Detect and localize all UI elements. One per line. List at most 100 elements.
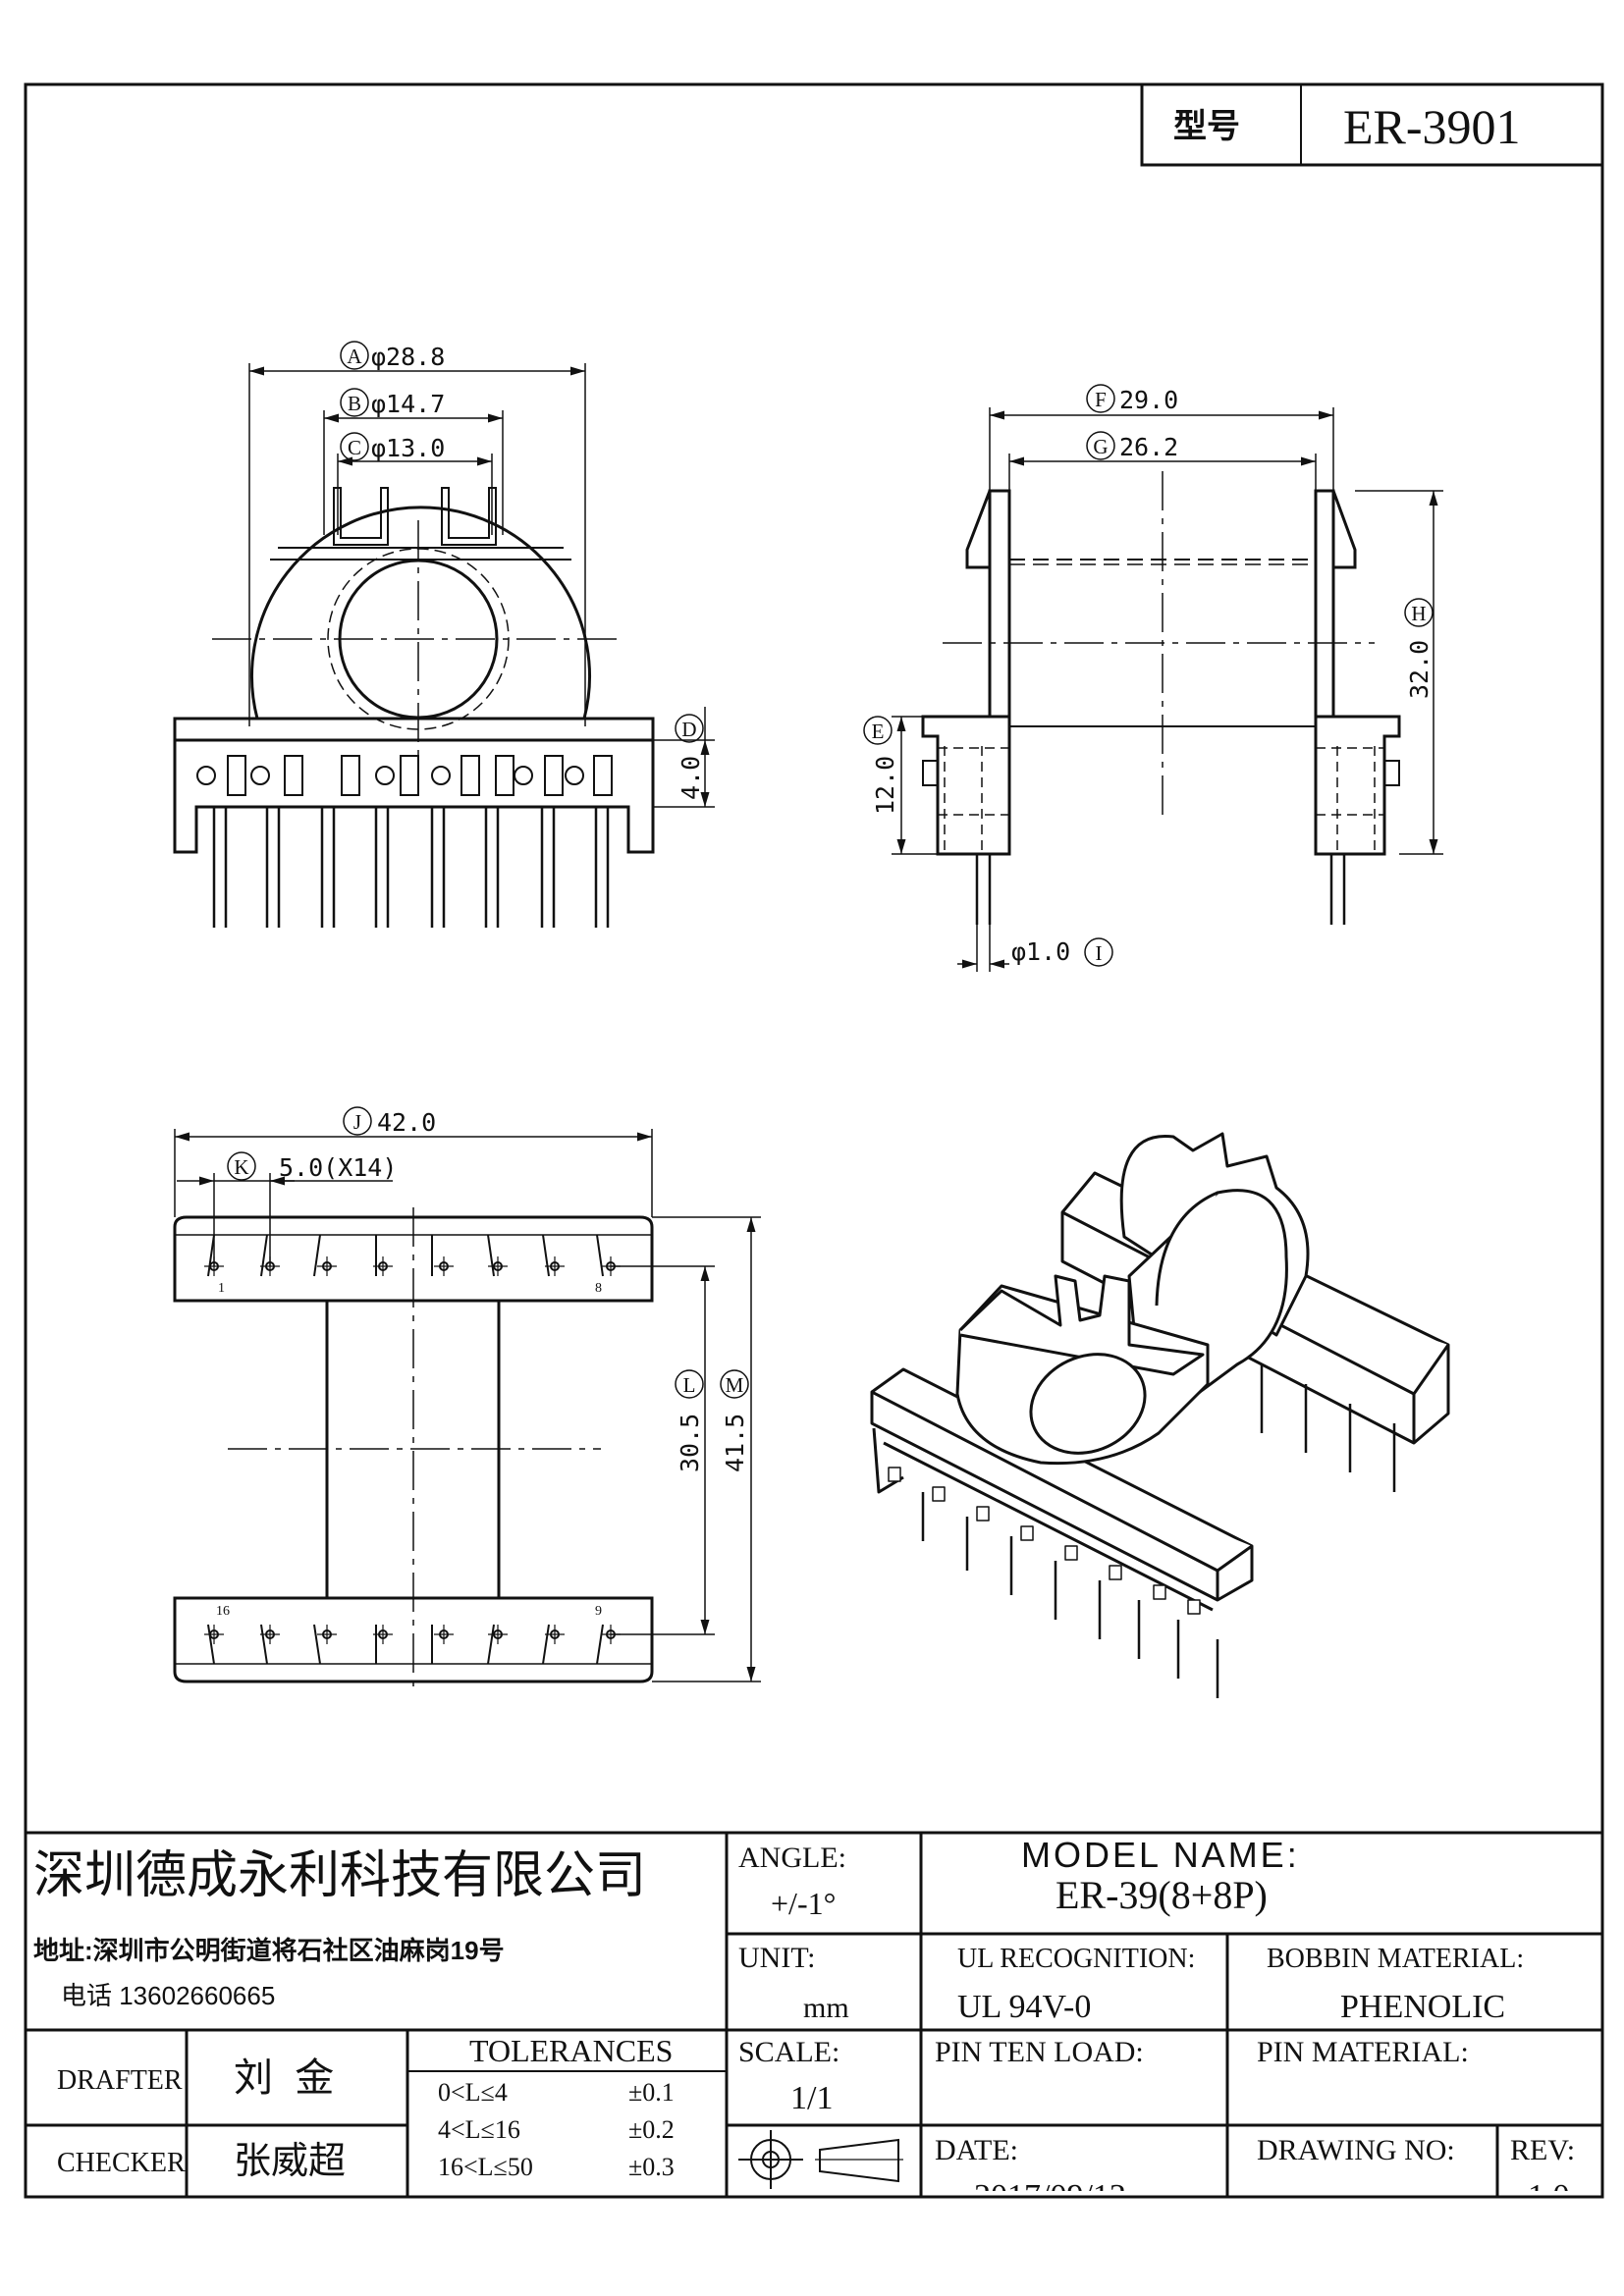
dim-E-letter: E [872, 720, 885, 743]
dim-L: L 30.5 [675, 1369, 704, 1472]
drawing-no-label: DRAWING NO: [1257, 2134, 1455, 2166]
model-header-label: 型号 [1173, 108, 1240, 145]
dim-I-value: φ1.0 [1011, 937, 1070, 966]
dim-I-letter: I [1096, 941, 1103, 965]
bottom-view-dimensions [174, 1129, 761, 1682]
tolerance-range-4: PIN PITCH [438, 2186, 560, 2215]
title-block-grid [26, 1831, 1602, 2197]
pin-number-9: 9 [595, 1604, 602, 1619]
dim-C-letter: C [348, 436, 361, 459]
dim-M: M 41.5 [720, 1369, 749, 1472]
scale-cell: SCALE: 1/1 [738, 2036, 839, 2116]
dim-F-value: 29.0 [1119, 386, 1178, 414]
rev-cell: REV: 1.0 [1510, 2134, 1575, 2215]
pin-ten-load-cell: PIN TEN LOAD: [935, 2036, 1144, 2068]
scale-value: 1/1 [790, 2080, 833, 2116]
dim-A: A φ28.8 [340, 341, 445, 371]
isometric-view [870, 1132, 1450, 1698]
date-label: DATE: [935, 2134, 1018, 2166]
date-cell: DATE: 2017/09/12 [935, 2134, 1126, 2215]
tolerance-value-4: ±0.20 [628, 2186, 687, 2215]
dim-I: φ1.0 I [1011, 937, 1113, 967]
side-view [921, 471, 1401, 925]
dim-H-value: 32.0 [1405, 640, 1434, 699]
tolerance-range-2: 4<L≤16 [438, 2115, 520, 2144]
dim-G-letter: G [1093, 435, 1108, 458]
dim-H-letter: H [1411, 602, 1426, 625]
bobbin-material-value: PHENOLIC [1340, 1989, 1505, 2025]
dim-K: K 5.0(X14) [227, 1151, 397, 1182]
tolerance-range-1: 0<L≤4 [438, 2078, 508, 2107]
pin-ten-load-label: PIN TEN LOAD: [935, 2036, 1144, 2068]
rev-label: REV: [1510, 2134, 1575, 2166]
dim-B-value: φ14.7 [371, 390, 445, 418]
dim-A-value: φ28.8 [371, 343, 445, 371]
dim-M-value: 41.5 [721, 1414, 749, 1472]
sheet-border [24, 82, 1604, 2199]
tolerance-value-3: ±0.3 [628, 2153, 675, 2181]
dim-E-value: 12.0 [871, 756, 899, 815]
checker-label: CHECKER [57, 2148, 186, 2178]
tolerance-value-1: ±0.1 [628, 2078, 675, 2107]
ul-cell: UL RECOGNITION: UL 94V-0 [957, 1944, 1195, 2025]
checker-cell: CHECKER 张威超 [57, 2141, 346, 2182]
dim-J-value: 42.0 [377, 1108, 436, 1137]
angle-label: ANGLE: [738, 1842, 846, 1874]
pin-number-1: 1 [218, 1281, 225, 1296]
company-phone: 电话 13602660665 [61, 1981, 275, 2010]
drafter-name: 刘 金 [234, 2056, 334, 2100]
dim-C: C φ13.0 [340, 432, 445, 462]
dim-H: H 32.0 [1404, 598, 1434, 699]
side-view-dimensions [892, 407, 1443, 972]
tolerance-value-2: ±0.2 [628, 2115, 675, 2144]
ul-label: UL RECOGNITION: [957, 1944, 1195, 1974]
dim-E: E 12.0 [863, 716, 899, 815]
pin-number-8: 8 [595, 1281, 602, 1296]
checker-name: 张威超 [234, 2141, 346, 2182]
bottom-view-pin-numbers: 1 8 16 9 [216, 1281, 602, 1619]
model-name-label: MODEL NAME: [1021, 1835, 1300, 1875]
bobbin-material-cell: BOBBIN MATERIAL: PHENOLIC [1267, 1944, 1524, 2025]
company-name: 深圳德成永利科技有限公司 [33, 1847, 646, 1904]
model-name-cell: MODEL NAME: ER-39(8+8P) [1021, 1835, 1300, 1917]
dim-B-letter: B [348, 392, 361, 415]
pin-material-cell: PIN MATERIAL: [1257, 2036, 1469, 2068]
date-value: 2017/09/12 [974, 2178, 1126, 2215]
dim-L-letter: L [683, 1373, 696, 1397]
company-address: 地址:深圳市公明街道将石社区油麻岗19号 [33, 1936, 505, 1965]
pin-material-label: PIN MATERIAL: [1257, 2036, 1469, 2068]
unit-value: mm [803, 1992, 849, 2024]
pin-number-16: 16 [216, 1604, 230, 1619]
dim-D-letter: D [681, 718, 696, 741]
angle-cell: ANGLE: +/-1° [738, 1842, 846, 1921]
tolerances-label: TOLERANCES [469, 2033, 673, 2068]
model-name-value: ER-39(8+8P) [1056, 1873, 1268, 1917]
dim-G-value: 26.2 [1119, 433, 1178, 461]
bottom-view [173, 1207, 654, 1688]
dim-L-value: 30.5 [676, 1414, 704, 1472]
drawing-no-cell: DRAWING NO: [1257, 2134, 1455, 2166]
bobbin-material-label: BOBBIN MATERIAL: [1267, 1944, 1524, 1974]
dim-K-value: 5.0(X14) [279, 1153, 397, 1182]
dim-B: B φ14.7 [340, 388, 445, 418]
dim-J-letter: J [353, 1110, 361, 1134]
front-view [173, 487, 655, 928]
dim-J: J 42.0 [343, 1106, 436, 1137]
company-cell: 深圳德成永利科技有限公司 地址:深圳市公明街道将石社区油麻岗19号 电话 136… [33, 1847, 646, 2010]
dim-D-value: 4.0 [677, 756, 705, 800]
dim-D: D 4.0 [675, 714, 705, 800]
model-header-box: 型号 ER-3901 [1140, 82, 1604, 167]
model-header-code: ER-3901 [1343, 99, 1521, 154]
dim-C-value: φ13.0 [371, 434, 445, 462]
scale-label: SCALE: [738, 2036, 839, 2068]
unit-cell: UNIT: mm [738, 1942, 849, 2024]
rev-value: 1.0 [1528, 2178, 1570, 2215]
dim-M-letter: M [726, 1373, 744, 1397]
tolerance-range-3: 16<L≤50 [438, 2153, 533, 2181]
dim-F-letter: F [1095, 388, 1107, 411]
dim-G: G 26.2 [1086, 431, 1178, 461]
projection-symbol [738, 2130, 903, 2189]
tolerances-cell: TOLERANCES 0<L≤4 ±0.1 4<L≤16 ±0.2 16<L≤5… [438, 2033, 687, 2215]
ul-value: UL 94V-0 [957, 1989, 1091, 2025]
